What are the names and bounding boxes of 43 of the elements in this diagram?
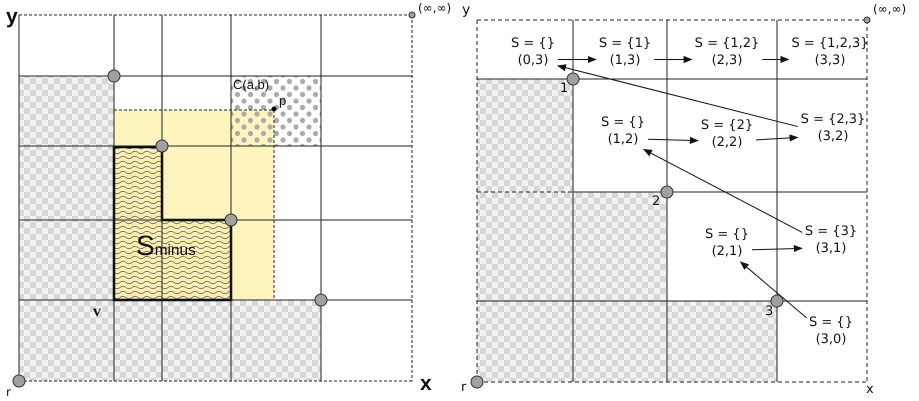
- coordinate-label: (2,2): [710, 134, 744, 151]
- arrow: [654, 56, 693, 64]
- coordinate-label: (2,1): [710, 243, 744, 260]
- annotation-label: r: [461, 381, 466, 394]
- annotation-label: (∞,∞): [873, 3, 906, 15]
- state-label: S = {}: [705, 226, 749, 243]
- annotation-label: y: [462, 3, 470, 17]
- state-label: S = {}: [809, 314, 853, 331]
- annotation-label: v: [93, 304, 101, 320]
- annotation-label: 1: [560, 82, 568, 95]
- arrow: [756, 134, 799, 142]
- coordinate-label: (3,1): [814, 240, 848, 257]
- state-label: S = {2,3}: [800, 111, 866, 128]
- state-label: S = {}: [511, 35, 555, 52]
- coordinate-label: (3,0): [814, 331, 848, 348]
- annotation-label: r: [6, 386, 11, 398]
- annotation-label: p: [279, 94, 286, 107]
- coordinate-label: (3,2): [816, 128, 850, 145]
- state-label: S = {1,2,3}: [791, 35, 869, 52]
- state-label: S = {1}: [598, 35, 652, 52]
- arrow: [740, 261, 808, 318]
- coordinate-label: (1,3): [608, 52, 642, 69]
- arrow: [557, 56, 597, 64]
- coordinate-label: (1,2): [606, 131, 640, 148]
- annotation-label: (∞,∞): [418, 2, 452, 14]
- annotation-label: x: [420, 373, 432, 394]
- arrow: [762, 56, 790, 64]
- coordinate-label: (3,3): [814, 52, 846, 69]
- arrow: [557, 64, 798, 128]
- annotation-label: 3: [765, 305, 774, 318]
- annotation-label: x: [866, 383, 874, 396]
- arrow: [751, 244, 803, 252]
- arrow: [647, 136, 699, 144]
- arrow: [643, 148, 803, 233]
- annotation-label: y: [6, 6, 18, 27]
- annotation-label: C(a,b): [233, 78, 270, 91]
- coordinate-label: (0,3): [516, 52, 550, 69]
- state-label: S = {}: [601, 114, 645, 131]
- state-label: S = {2}: [700, 117, 754, 134]
- annotation-label: 2: [652, 195, 660, 208]
- state-label: S = {3}: [804, 223, 858, 240]
- state-label: S = {1,2}: [694, 35, 760, 52]
- coordinate-label: (2,3): [710, 52, 744, 69]
